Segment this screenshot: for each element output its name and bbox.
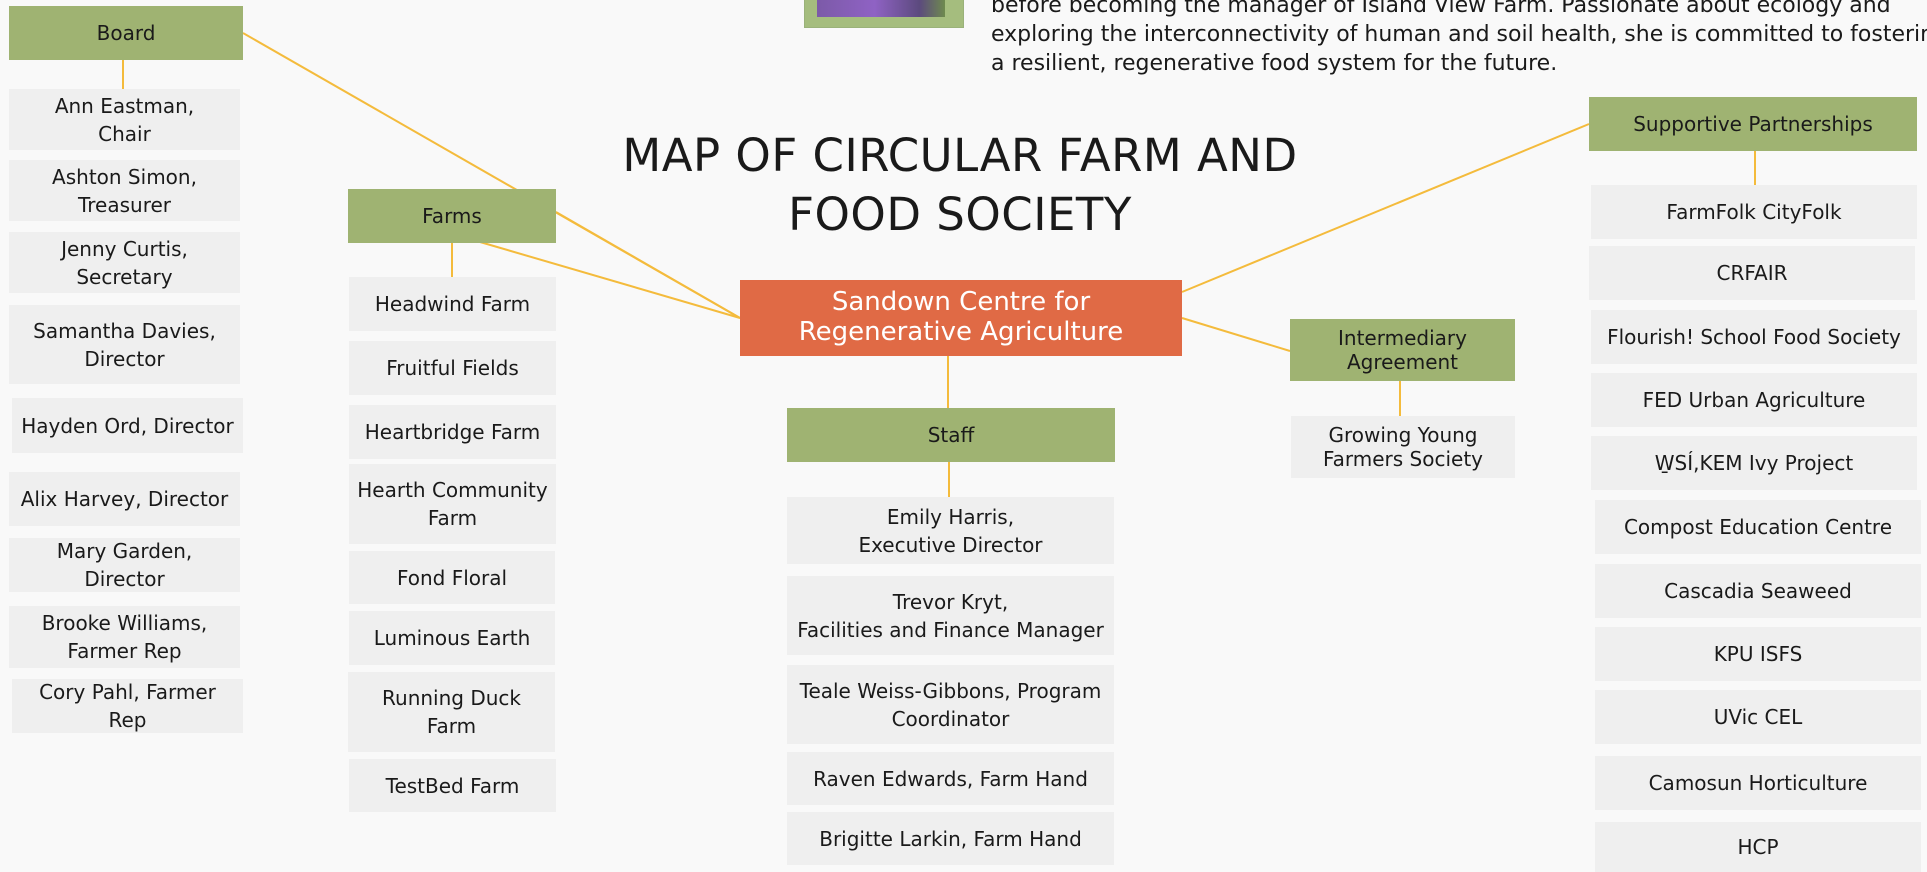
profile-photo — [804, 0, 964, 28]
bio-line: exploring the interconnectivity of human… — [991, 22, 1927, 47]
bio-text: before becoming the manager of Island Vi… — [991, 0, 1927, 78]
board-member: Mary Garden, Director — [9, 538, 240, 592]
partner-item: HCP — [1595, 822, 1921, 872]
board-member: Samantha Davies, Director — [9, 305, 240, 384]
staff-member: Teale Weiss-Gibbons, Program Coordinator — [787, 665, 1114, 744]
partner-item: Cascadia Seaweed — [1595, 564, 1921, 618]
partner-item: Compost Education Centre — [1595, 500, 1921, 554]
connector-center-intermediary — [1181, 317, 1291, 352]
partnerships-header: Supportive Partnerships — [1589, 97, 1917, 151]
farm-item: Hearth Community Farm — [349, 464, 556, 544]
staff-member: Raven Edwards, Farm Hand — [787, 752, 1114, 805]
connector-center-partnerships — [1181, 123, 1590, 293]
staff-member: Trevor Kryt, Facilities and Finance Mana… — [787, 576, 1114, 655]
partner-item: FarmFolk CityFolk — [1591, 185, 1917, 239]
center-node: Sandown Centre for Regenerative Agricult… — [740, 280, 1182, 356]
partner-item: FED Urban Agriculture — [1591, 373, 1917, 427]
farm-item: Luminous Earth — [349, 611, 555, 665]
board-member: Ann Eastman, Chair — [9, 89, 240, 150]
farms-header: Farms — [348, 189, 556, 243]
partner-item: Camosun Horticulture — [1595, 756, 1921, 810]
board-member: Jenny Curtis, Secretary — [9, 232, 240, 293]
intermediary-header: Intermediary Agreement — [1290, 319, 1515, 381]
partner-item: Flourish! School Food Society — [1591, 310, 1917, 364]
page-title: MAP OF CIRCULAR FARM AND FOOD SOCIETY — [622, 129, 1298, 241]
partner-item: W̱SÍ,KEM Ivy Project — [1591, 436, 1917, 490]
connector-center-farms-b — [479, 241, 741, 319]
board-member: Brooke Williams, Farmer Rep — [9, 606, 240, 668]
board-member: Hayden Ord, Director — [12, 398, 243, 453]
board-member: Alix Harvey, Director — [9, 472, 240, 526]
connector-center-farms-a — [555, 211, 741, 319]
farm-item: Fruitful Fields — [349, 341, 556, 395]
farm-item: Running Duck Farm — [348, 672, 555, 752]
intermediary-item: Growing Young Farmers Society — [1291, 416, 1515, 478]
partner-item: KPU ISFS — [1595, 627, 1921, 681]
farm-item: Heartbridge Farm — [349, 405, 556, 459]
farm-item: Headwind Farm — [349, 277, 556, 331]
board-header: Board — [9, 6, 243, 60]
bio-line: before becoming the manager of Island Vi… — [991, 0, 1891, 18]
farm-item: TestBed Farm — [349, 759, 556, 812]
partner-item: CRFAIR — [1589, 246, 1915, 300]
partner-item: UVic CEL — [1595, 690, 1921, 744]
board-member: Cory Pahl, Farmer Rep — [12, 679, 243, 733]
farm-item: Fond Floral — [349, 551, 555, 604]
staff-member: Emily Harris, Executive Director — [787, 497, 1114, 564]
bio-line: a resilient, regenerative food system fo… — [991, 51, 1558, 76]
staff-member: Brigitte Larkin, Farm Hand — [787, 812, 1114, 865]
board-member: Ashton Simon, Treasurer — [9, 160, 240, 221]
staff-header: Staff — [787, 408, 1115, 462]
